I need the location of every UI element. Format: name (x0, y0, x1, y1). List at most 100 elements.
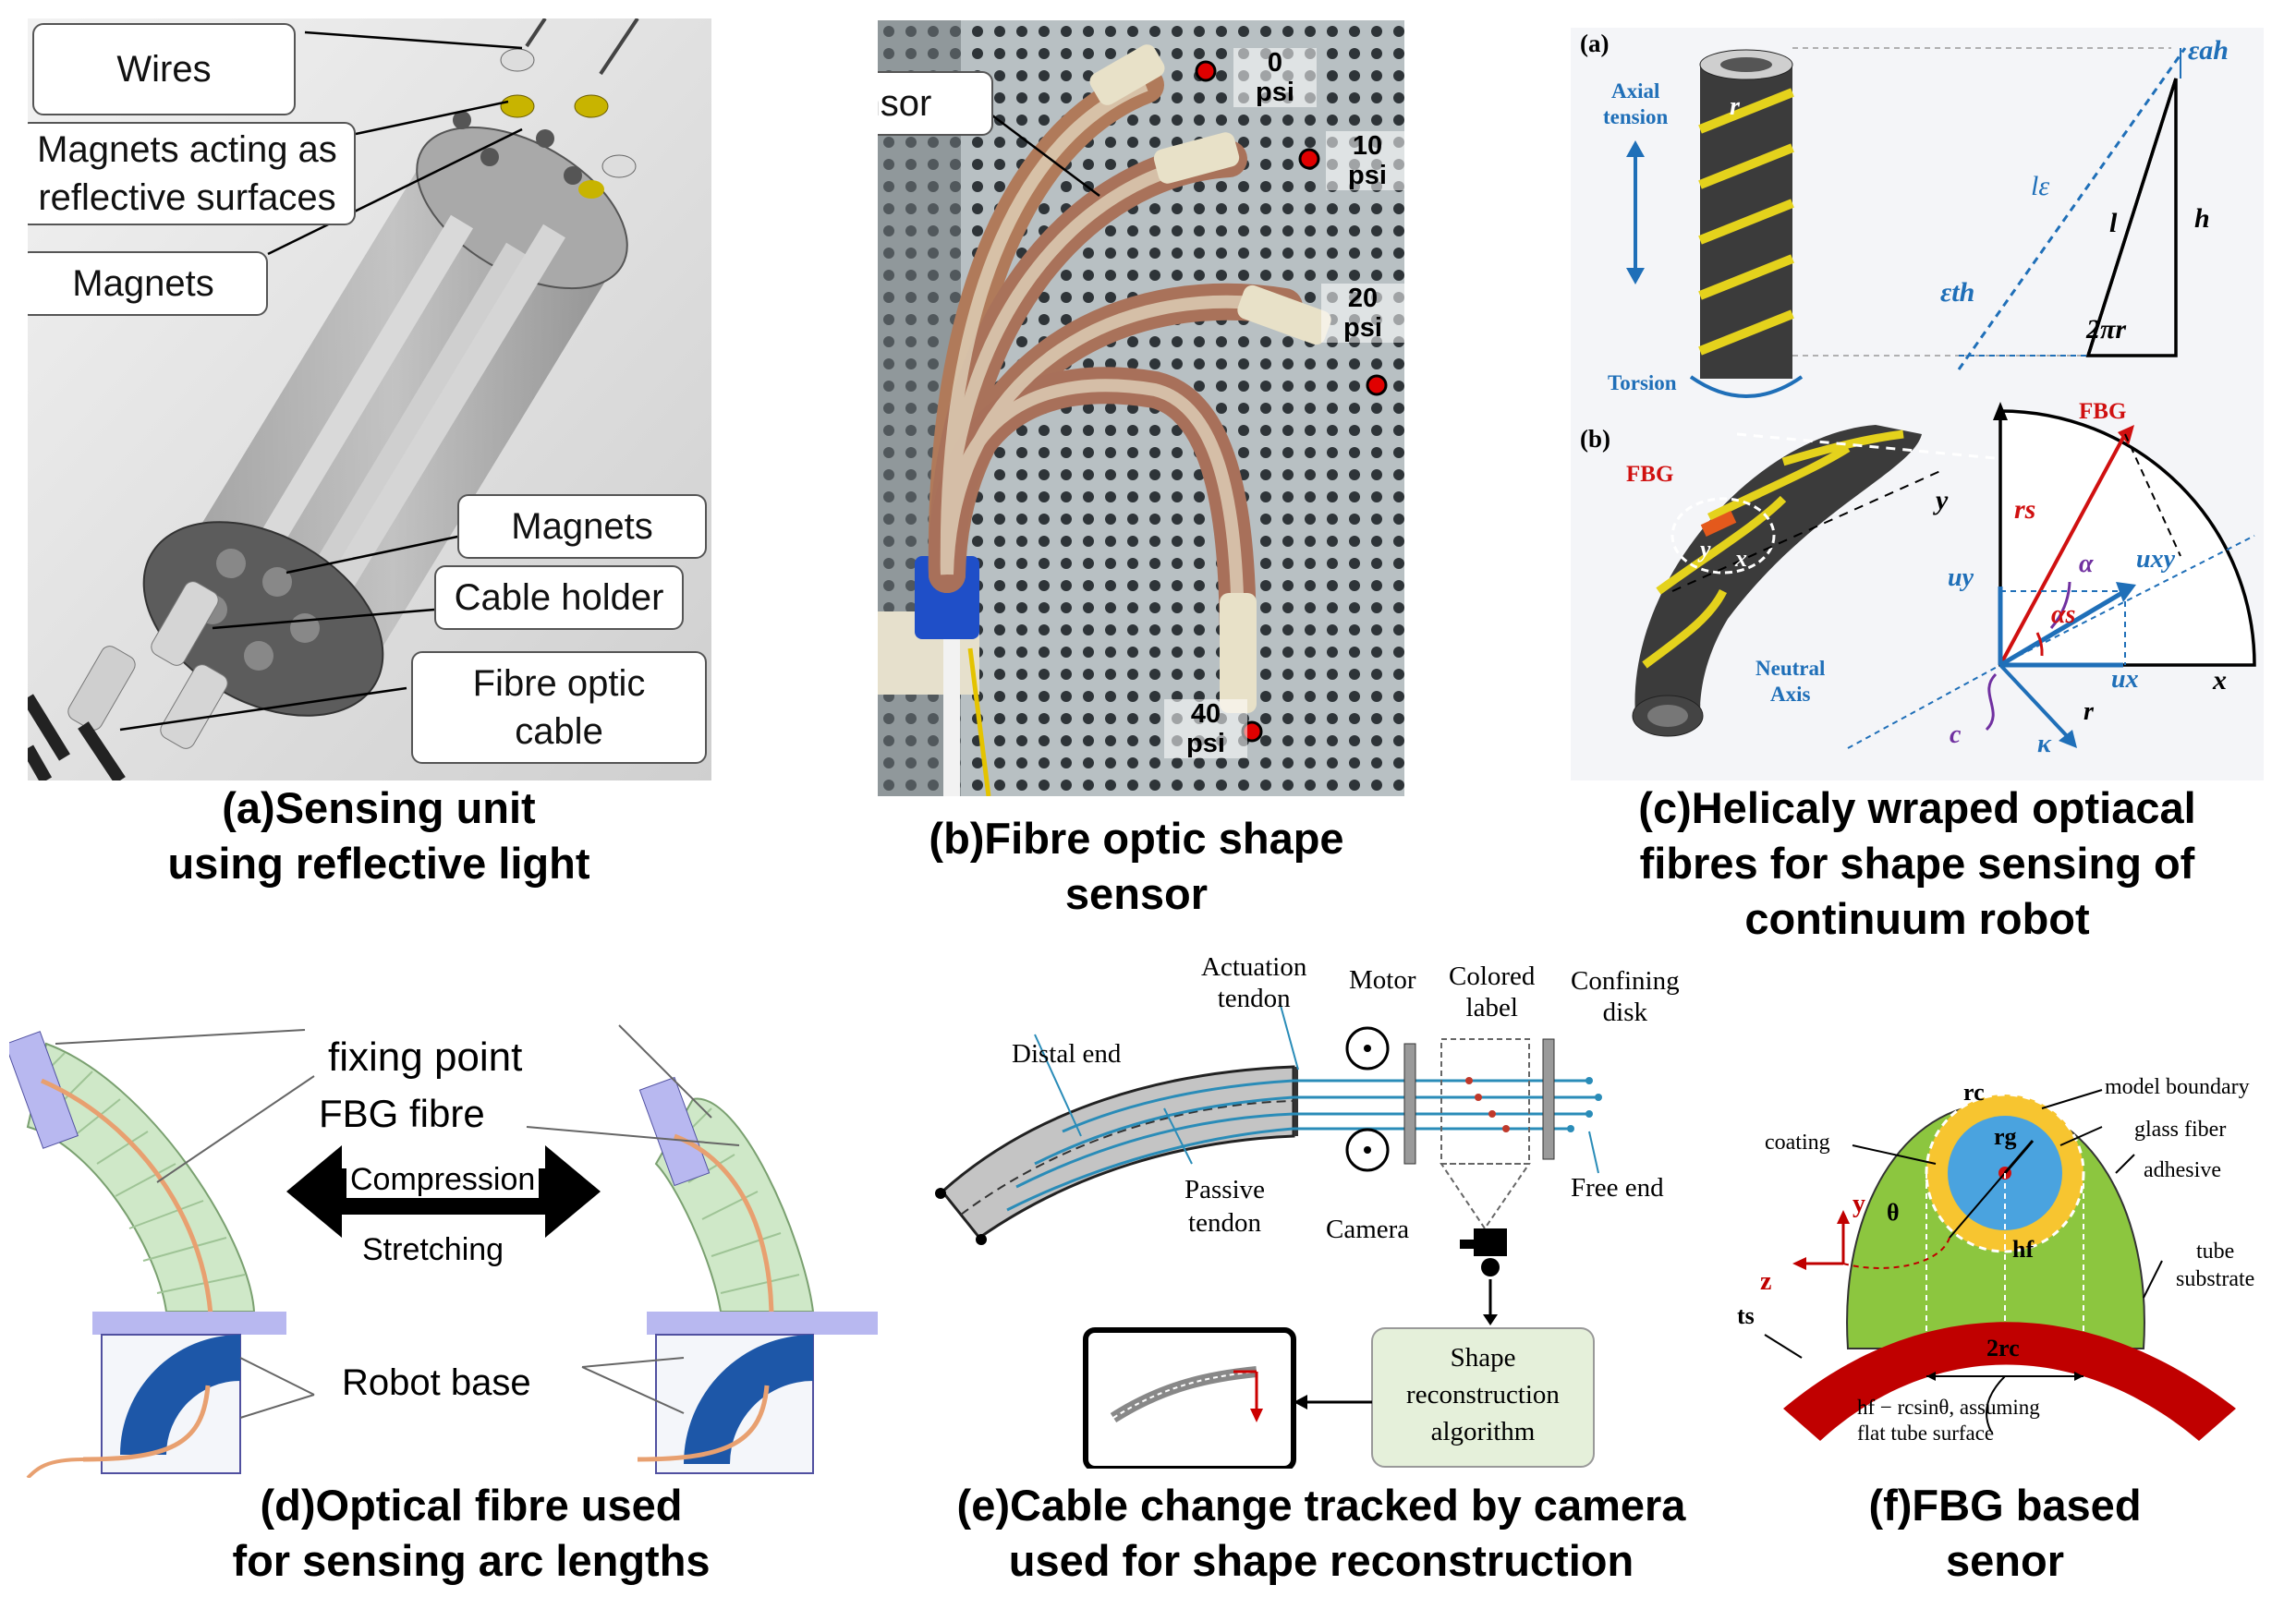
magnets-bottom-label: Magnets (511, 506, 653, 547)
wires-label: Wires (116, 49, 212, 90)
motor-label: Motor (1349, 965, 1416, 995)
callout-cable-holder: Cable holder (434, 565, 684, 630)
stretching-label: Stretching (358, 1232, 508, 1268)
two-rc-label: 2rc (1986, 1335, 2020, 1361)
kappa-label: κ (2037, 730, 2051, 758)
caption-b-line1: (b)Fibre optic shape (929, 814, 1344, 863)
h-label: h (2194, 203, 2210, 234)
tube-substrate-label: tube substrate (2176, 1240, 2255, 1291)
sensor-label: Sensor (878, 83, 932, 124)
l-label: l (2109, 208, 2118, 238)
fbg-label-right: FBG (2079, 399, 2127, 424)
panel-a-sensing-unit: Wires Magnets acting as reflective surfa… (28, 18, 711, 780)
caption-b-line2: sensor (1064, 869, 1209, 918)
glass-fiber-label: glass fiber (2134, 1118, 2227, 1142)
reflective-line2: reflective surfaces (38, 177, 336, 218)
panel-d-arc-length-sensing: fixing point FBG fibre Compression Stret… (9, 1007, 878, 1478)
two-pi-r-label: 2πr (2086, 314, 2127, 345)
caption-e-line2: used for shape reconstruction (1008, 1536, 1634, 1585)
pressure-10: 10 psi (1326, 131, 1404, 190)
confining-disk-label: Confining disk (1571, 966, 1680, 1027)
fibre-line1: Fibre optic (472, 663, 646, 704)
pressure-0-unit: psi (1256, 78, 1294, 107)
hf-label: hf (2012, 1236, 2035, 1263)
callout-magnets-bottom: Magnets (457, 494, 707, 559)
panel-e-camera-tracking: Actuation tendon Motor Colored label Con… (924, 951, 1719, 1469)
actuation-tendon-label: Actuation tendon (1201, 952, 1307, 1013)
callout-sensor: Sensor (878, 71, 993, 136)
caption-c-line2: fibres for shape sensing of (1639, 839, 2195, 888)
caption-f: (f)FBG based senor (1737, 1478, 2273, 1589)
sub-label-b: (b) (1580, 425, 1610, 453)
caption-b: (b)Fibre optic shape sensor (850, 811, 1423, 922)
camera-label: Camera (1326, 1215, 1410, 1244)
camera-tracking-diagram (935, 1001, 1602, 1469)
alpha-s-label: αs (2051, 600, 2076, 629)
fibre-line2: cable (515, 711, 603, 752)
x-small-label: x (1735, 545, 1747, 572)
caption-a-line1: (a)Sensing unit (222, 783, 536, 832)
helical-fibre-diagram (1571, 28, 2264, 780)
c-label: c (1950, 720, 1962, 749)
pressure-20-unit: psi (1343, 313, 1382, 343)
fbg-label-left: FBG (1626, 462, 1674, 487)
pressure-40-value: 40 (1190, 699, 1221, 729)
adhesive-label: adhesive (2144, 1158, 2221, 1182)
caption-f-line1: (f)FBG based (1868, 1481, 2142, 1530)
caption-e-line1: (e)Cable change tracked by camera (956, 1481, 1686, 1530)
passive-tendon-label: Passive tendon (1184, 1175, 1265, 1238)
rs-label: rs (2014, 494, 2036, 525)
neutral-axis-label: Neutral Axis (1755, 657, 1826, 706)
caption-c-line1: (c)Helicaly wraped optiacal (1638, 783, 2196, 832)
fixing-point-label: fixing point (328, 1034, 523, 1080)
caption-a-line2: using reflective light (167, 839, 590, 888)
uxy-label: uxy (2136, 545, 2175, 574)
y-small-label: y (1700, 536, 1711, 563)
r2-label: r (2083, 697, 2094, 726)
sub-label-a: (a) (1580, 30, 1610, 57)
colored-label-label: Colored label (1449, 962, 1536, 1022)
pressure-40-unit: psi (1186, 729, 1225, 758)
ux-label: ux (2111, 665, 2139, 694)
caption-d-line2: for sensing arc lengths (232, 1536, 711, 1585)
coating-label: coating (1765, 1131, 1830, 1155)
panel-b-shape-sensor: Sensor 0 psi 10 psi 20 psi 40 psi (878, 20, 1404, 796)
sensing-unit-illustration (28, 18, 711, 780)
alpha-label: α (2079, 550, 2094, 578)
r-label: r (1730, 92, 1740, 121)
eps-t-h-label: εth (1940, 277, 1975, 308)
rc-label: rc (1963, 1079, 1985, 1106)
note-label: hf − rcsinθ, assuming flat tube surface (1857, 1396, 2040, 1445)
pressure-20: 20 psi (1321, 284, 1404, 343)
pressure-0-value: 0 (1267, 48, 1283, 78)
panel-f-fbg-sensor: rc rg model boundary glass fiber coating… (1737, 1053, 2296, 1464)
pressure-0: 0 psi (1233, 48, 1317, 107)
pressure-20-value: 20 (1347, 284, 1379, 313)
callout-reflective-magnets: Magnets acting as reflective surfaces (28, 122, 356, 225)
shape-sensor-photo (878, 20, 1404, 796)
pressure-10-value: 10 (1352, 131, 1383, 161)
callout-wires: Wires (32, 23, 296, 115)
robot-base-label: Robot base (342, 1362, 531, 1403)
algorithm-label: Shape reconstruction algorithm (1406, 1343, 1560, 1446)
x-axis-label: x (2213, 665, 2227, 696)
pressure-10-unit: psi (1348, 161, 1387, 190)
fbg-fibre-label: FBG fibre (319, 1092, 485, 1135)
pressure-40: 40 psi (1164, 699, 1247, 758)
callout-magnets-top: Magnets (28, 251, 268, 316)
cable-holder-label: Cable holder (454, 577, 664, 618)
magnets-top-label: Magnets (72, 263, 214, 304)
ts-label: ts (1737, 1302, 1755, 1329)
reflective-line1: Magnets acting as (37, 129, 337, 170)
distal-end-label: Distal end (1012, 1039, 1122, 1069)
theta-label: θ (1887, 1199, 1900, 1226)
compression-label: Compression (346, 1162, 540, 1198)
callout-fibre-optic: Fibre optic cable (411, 651, 707, 764)
axial-tension-label: Axial tension (1603, 79, 1669, 128)
z-axis-label-f: z (1760, 1267, 1772, 1296)
fbg-sensor-diagram (1764, 1089, 2236, 1441)
caption-d: (d)Optical fibre used for sensing arc le… (120, 1478, 822, 1589)
torsion-label: Torsion (1608, 371, 1677, 394)
uy-label: uy (1948, 563, 1974, 592)
caption-d-line1: (d)Optical fibre used (260, 1481, 683, 1530)
